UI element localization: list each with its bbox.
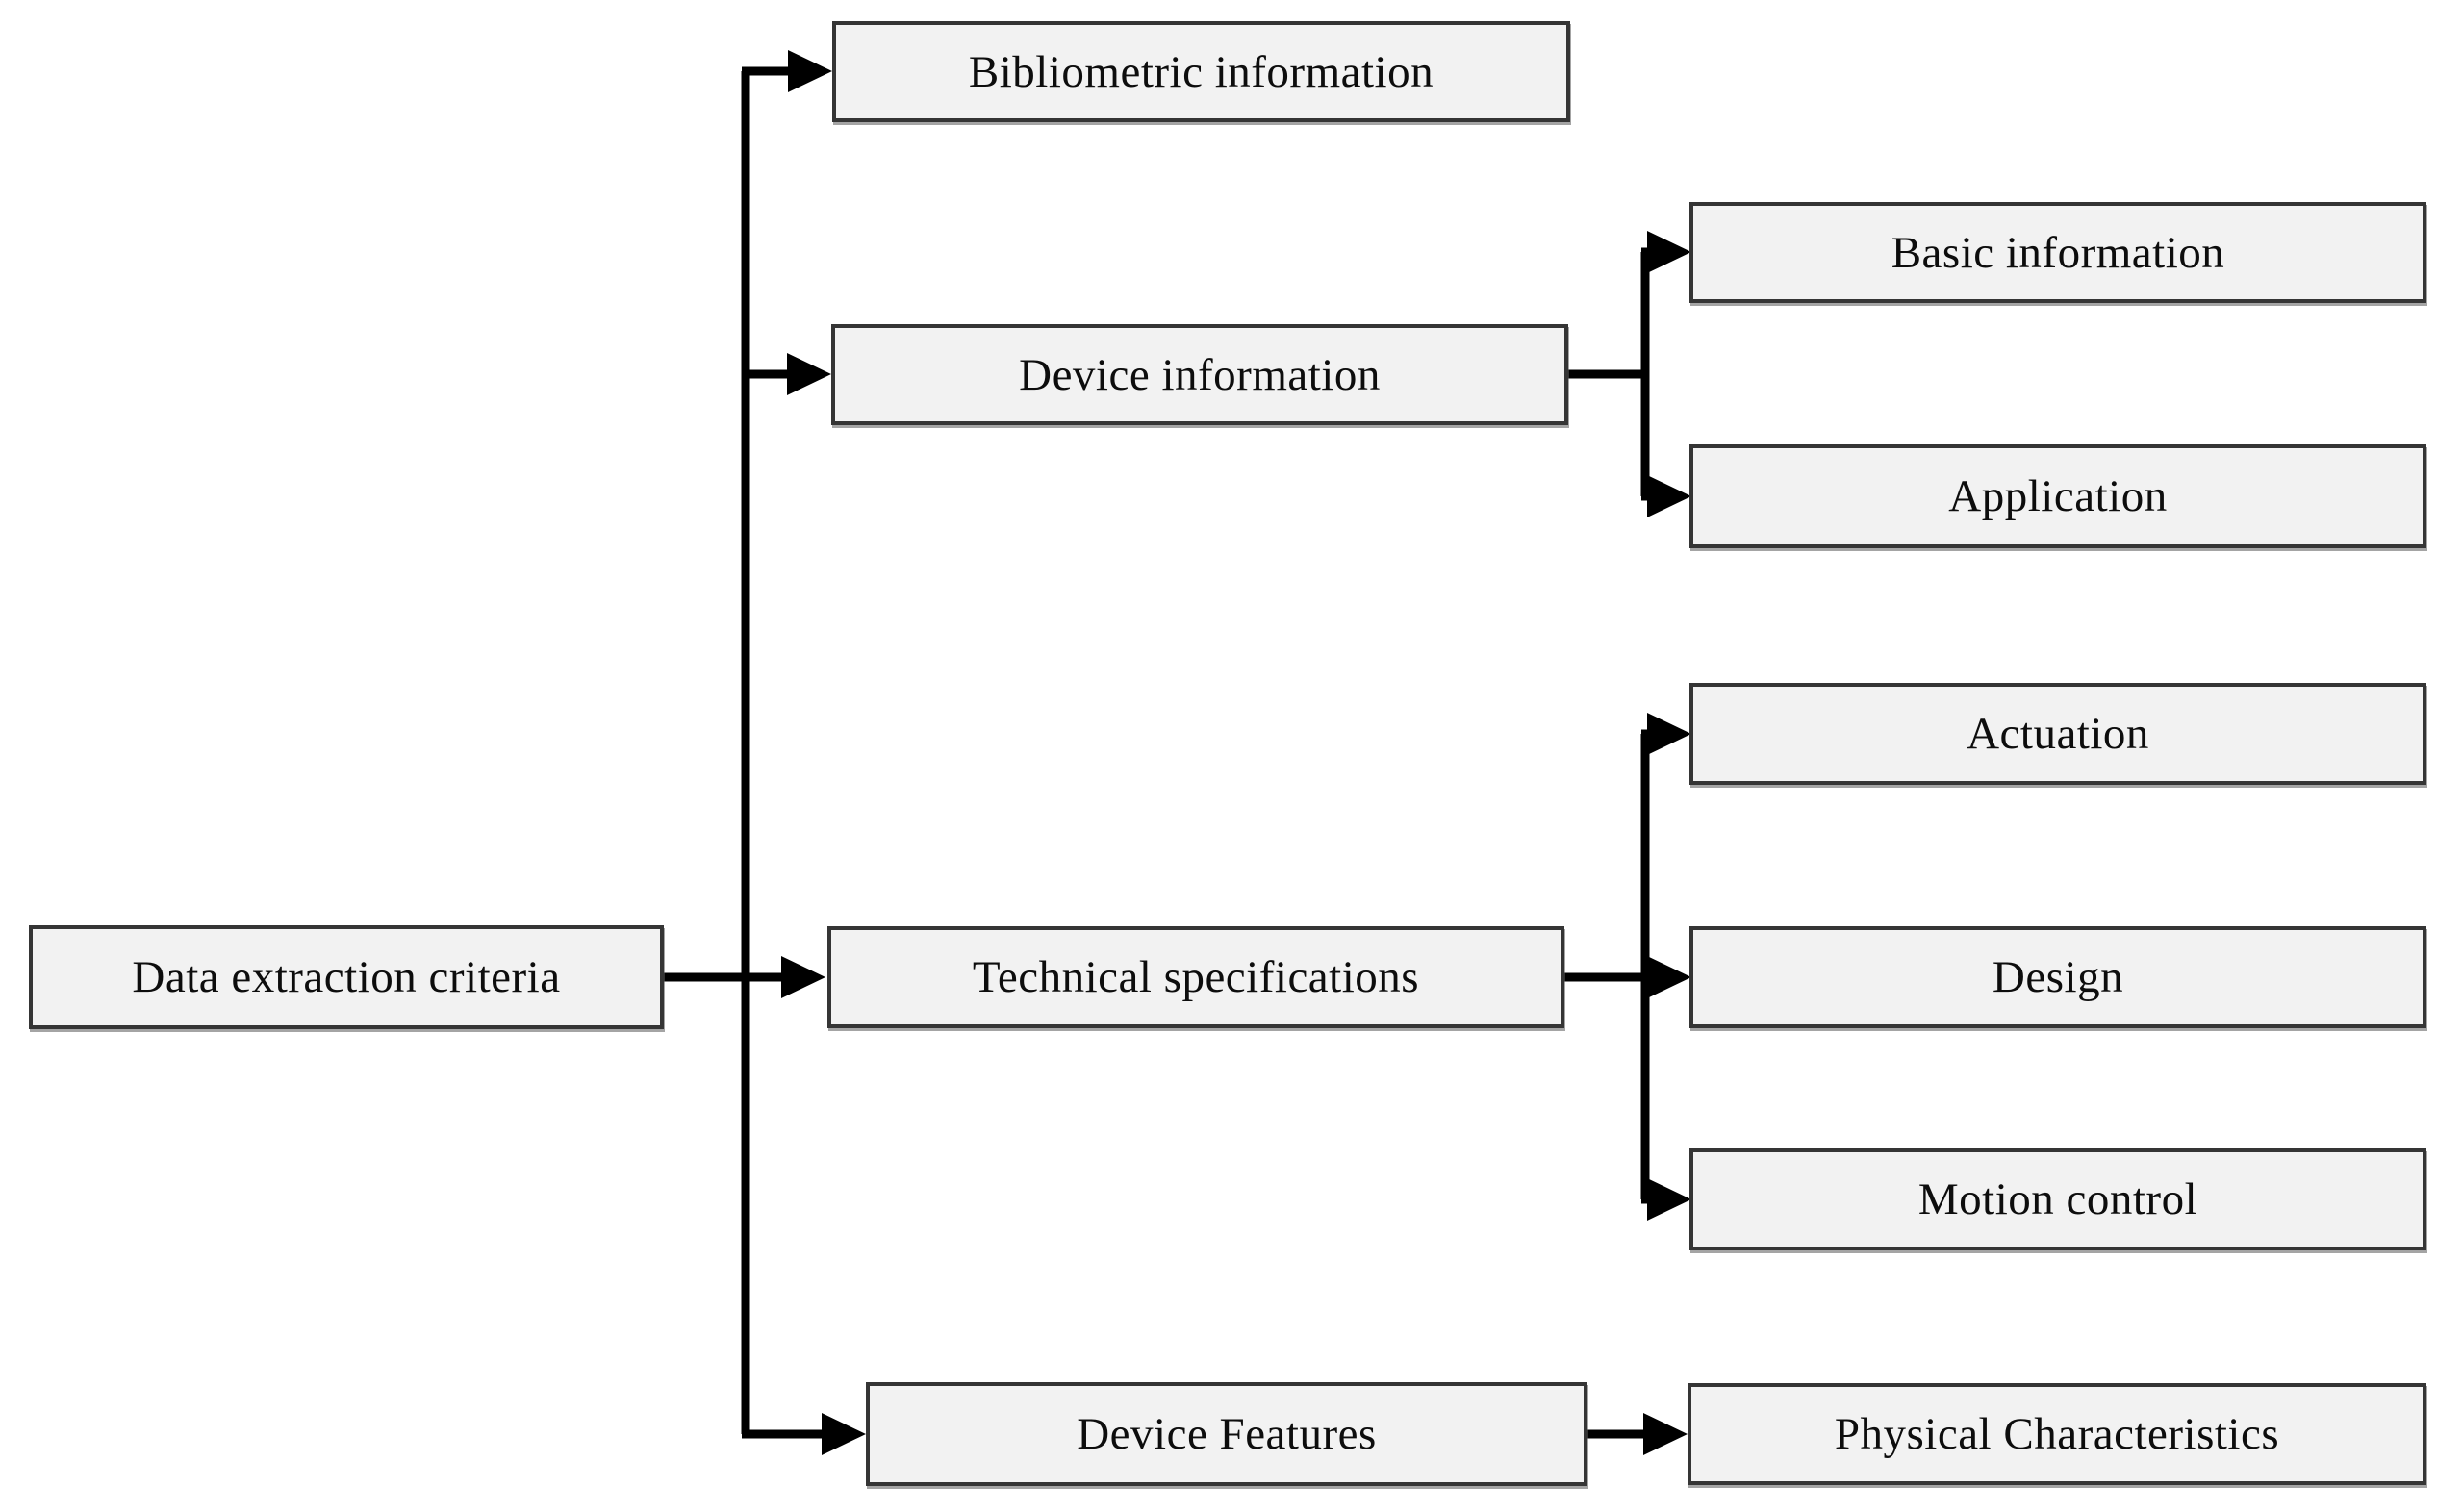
node-design: Design bbox=[1689, 926, 2426, 1028]
node-physical-characteristics: Physical Characteristics bbox=[1688, 1383, 2426, 1485]
node-actuation: Actuation bbox=[1689, 683, 2426, 785]
node-bibliometric-information: Bibliometric information bbox=[832, 21, 1570, 122]
node-label: Device information bbox=[1019, 349, 1381, 400]
node-label: Actuation bbox=[1967, 709, 2149, 759]
node-basic-information: Basic information bbox=[1689, 202, 2426, 303]
node-motion-control: Motion control bbox=[1689, 1148, 2426, 1250]
node-label: Technical specifications bbox=[972, 952, 1420, 1002]
node-device-information: Device information bbox=[831, 324, 1568, 425]
node-application: Application bbox=[1689, 444, 2426, 548]
node-label: Physical Characteristics bbox=[1834, 1409, 2280, 1459]
node-label: Motion control bbox=[1917, 1174, 2198, 1224]
node-label: Application bbox=[1948, 471, 2168, 521]
node-label: Data extraction criteria bbox=[132, 952, 561, 1002]
node-technical-specifications: Technical specifications bbox=[827, 926, 1564, 1028]
node-label: Device Features bbox=[1077, 1409, 1377, 1459]
node-label: Basic information bbox=[1891, 227, 2225, 278]
node-data-extraction-criteria: Data extraction criteria bbox=[29, 925, 664, 1029]
node-label: Bibliometric information bbox=[968, 46, 1434, 97]
node-device-features: Device Features bbox=[866, 1382, 1587, 1486]
node-label: Design bbox=[1992, 952, 2124, 1002]
